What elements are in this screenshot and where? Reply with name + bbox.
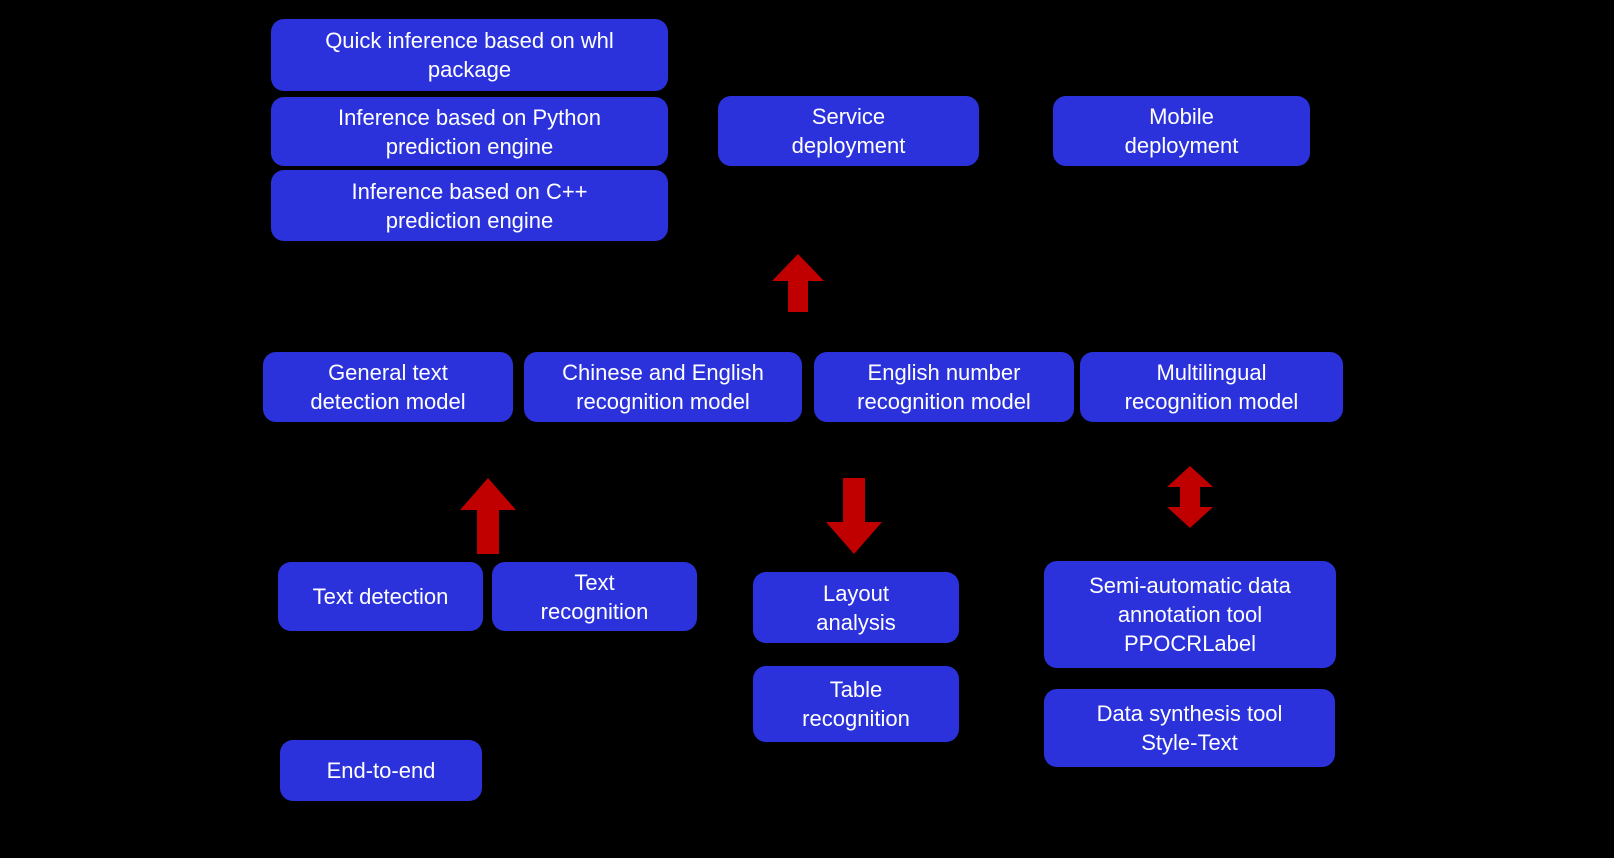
up-arrow-icon [772,254,824,312]
box-python-prediction-engine: Inference based on Python prediction eng… [271,97,668,166]
box-layout-analysis: Layout analysis [753,572,959,643]
box-style-text-synthesis-tool: Data synthesis tool Style-Text [1044,689,1335,767]
up-arrow-icon [460,478,516,554]
down-arrow-icon [826,478,882,554]
up-arrow-shape [772,254,824,312]
box-text-recognition: Text recognition [492,562,697,631]
box-multilingual-recognition-model: Multilingual recognition model [1080,352,1343,422]
box-end-to-end: End-to-end [280,740,482,801]
box-quick-inference-whl: Quick inference based on whl package [271,19,668,91]
box-english-number-recognition-model: English number recognition model [814,352,1074,422]
box-general-text-detection-model: General text detection model [263,352,513,422]
up-down-arrow-shape [1167,466,1213,528]
box-table-recognition: Table recognition [753,666,959,742]
up-down-arrow-icon [1167,466,1213,528]
box-cpp-prediction-engine: Inference based on C++ prediction engine [271,170,668,241]
box-mobile-deployment: Mobile deployment [1053,96,1310,166]
box-ppocrlabel-annotation-tool: Semi-automatic data annotation tool PPOC… [1044,561,1336,668]
box-service-deployment: Service deployment [718,96,979,166]
box-text-detection: Text detection [278,562,483,631]
box-chinese-english-recognition-model: Chinese and English recognition model [524,352,802,422]
down-arrow-shape [826,478,882,554]
up-arrow-shape [460,478,516,554]
